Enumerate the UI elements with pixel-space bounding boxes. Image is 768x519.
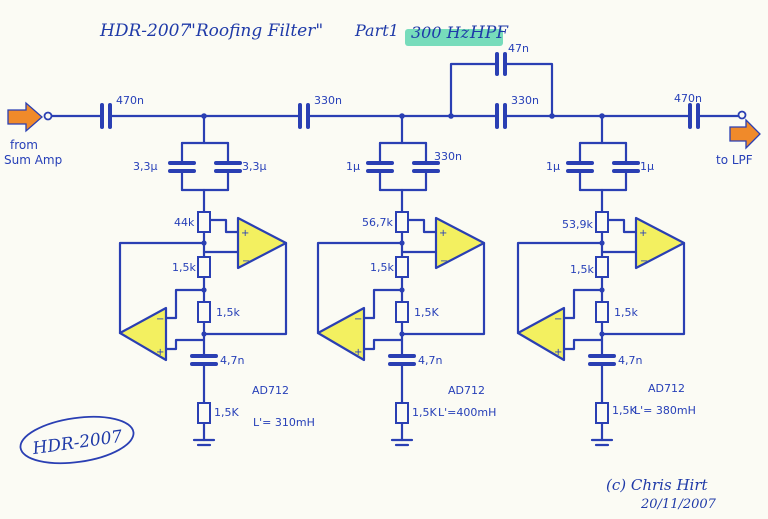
stage-3-cap-left-label: 1μ: [546, 160, 560, 173]
junction-dot: [549, 113, 555, 119]
svg-text:−: −: [440, 256, 448, 267]
svg-text:+: +: [354, 347, 362, 358]
stage-1-opamp-label: AD712: [252, 384, 289, 397]
title-model: HDR-2007: [99, 21, 190, 41]
stage-3-opamp-label: AD712: [648, 382, 685, 395]
output-label: to LPF: [716, 153, 753, 167]
stage-3-r-top-label: 53,9k: [562, 218, 593, 231]
series-capacitor-c1: [100, 103, 112, 129]
series-capacitor-c2: [298, 103, 310, 129]
stage-2-r-mid-label: 1,5k: [370, 261, 394, 274]
svg-text:−: −: [354, 314, 362, 325]
gic-stage-3: + − − +: [516, 114, 686, 447]
opamp-a-stage-2: [434, 216, 486, 270]
bypass-cap-label: 47n: [508, 42, 529, 55]
opamp-b-stage-2: [316, 306, 366, 362]
series-capacitor-c3: [495, 103, 507, 129]
bypass-capacitor: [495, 52, 507, 76]
stage-3-r-ground-label: 1,5K: [612, 404, 637, 417]
svg-text:+: +: [639, 228, 647, 239]
stage-1-r-mid-label: 1,5k: [172, 261, 196, 274]
series-cap-c3-label: 330n: [511, 94, 539, 107]
input-terminal: [43, 111, 53, 121]
stage-2-cap-right-label: 330n: [434, 150, 462, 163]
input-arrow-icon: [7, 101, 43, 133]
stage-2-r-ground-label: 1,5K: [412, 406, 437, 419]
series-capacitor-c4: [688, 103, 700, 129]
opamp-b-stage-3: [516, 306, 566, 362]
svg-text:−: −: [242, 256, 250, 267]
title-part: Part1: [354, 21, 399, 40]
stage-1-r-top-label: 44k: [174, 216, 195, 229]
svg-text:−: −: [554, 314, 562, 325]
series-cap-c2-label: 330n: [314, 94, 342, 107]
stage-3-cap-right-label: 1μ: [640, 160, 654, 173]
svg-text:+: +: [554, 347, 562, 358]
svg-text:+: +: [156, 347, 164, 358]
title-filter-type: HPF: [469, 23, 509, 43]
opamp-b-stage-1: [118, 306, 168, 362]
opamp-a-stage-3: [634, 216, 686, 270]
stage-1-inductance-label: L'= 310mH: [253, 416, 315, 429]
stage-1-c-bottom-label: 4,7n: [220, 354, 244, 367]
stage-3-inductance-label: L'= 380mH: [634, 404, 696, 417]
stage-1-cap-right-label: 3,3μ: [242, 160, 267, 173]
stage-2-r-top-label: 56,7k: [362, 216, 393, 229]
title-frequency: 300 Hz: [411, 23, 470, 42]
input-label-line2: Sum Amp: [4, 153, 62, 167]
stamp-ellipse: [19, 415, 135, 465]
input-label-line1: from: [10, 138, 38, 152]
svg-text:+: +: [241, 228, 249, 239]
stage-3-r-low-label: 1,5k: [614, 306, 638, 319]
svg-text:−: −: [156, 314, 164, 325]
stage-2-cap-left-label: 1μ: [346, 160, 360, 173]
series-cap-c4-label: 470n: [674, 92, 702, 105]
svg-text:+: +: [439, 228, 447, 239]
output-arrow-icon: [729, 118, 761, 150]
svg-text:−: −: [640, 256, 648, 267]
main-signal-line: [50, 62, 740, 118]
stage-2-r-low-label: 1,5K: [414, 306, 439, 319]
stage-1-r-ground-label: 1,5K: [214, 406, 239, 419]
stage-2-inductance-label: L'=400mH: [438, 406, 496, 419]
stage-1-r-low-label: 1,5k: [216, 306, 240, 319]
stage-2-opamp-label: AD712: [448, 384, 485, 397]
date-credit: 20/11/2007: [640, 497, 717, 512]
gic-stage-1: + − − +: [118, 114, 288, 447]
author-credit: (c) Chris Hirt: [606, 476, 708, 494]
opamp-a-stage-1: [236, 216, 288, 270]
frequency-highlight: [405, 29, 503, 46]
stage-3-c-bottom-label: 4,7n: [618, 354, 642, 367]
title-name: "Roofing Filter": [188, 21, 323, 41]
stage-3-r-mid-label: 1,5k: [570, 263, 594, 276]
series-cap-c1-label: 470n: [116, 94, 144, 107]
junction-dot: [448, 113, 454, 119]
gic-stage-2: + − − +: [316, 114, 486, 447]
stage-2-c-bottom-label: 4,7n: [418, 354, 442, 367]
output-terminal: [737, 110, 747, 120]
stage-1-cap-left-label: 3,3μ: [133, 160, 158, 173]
